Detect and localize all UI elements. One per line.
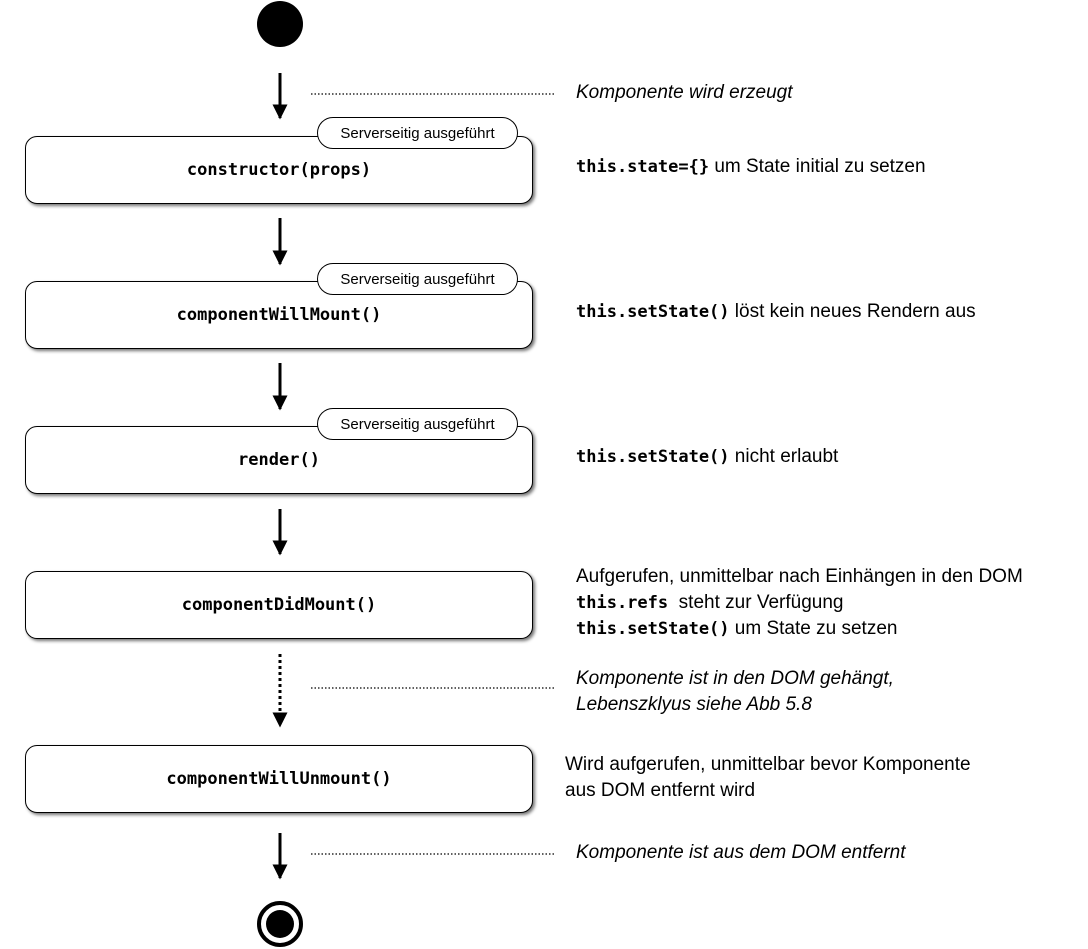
- component-will-unmount-note: Wird aufgerufen, unmittelbar bevor Kompo…: [565, 752, 971, 804]
- refs-code: this.refs: [576, 593, 669, 613]
- component-did-mount-note-line3: this.setState() um State zu setzen: [576, 616, 1023, 642]
- set-state-text: um State zu setzen: [729, 618, 898, 639]
- component-will-mount-note-code: this.setState(): [576, 302, 730, 322]
- server-side-badge-render: Serverseitig ausgeführt: [317, 408, 518, 440]
- event-mounted-line1: Komponente ist in den DOM gehängt,: [576, 668, 894, 689]
- component-did-mount-note: Aufgerufen, unmittelbar nach Einhängen i…: [576, 564, 1023, 642]
- component-will-mount-box: componentWillMount(): [25, 281, 533, 349]
- component-did-mount-note-line2: this.refs steht zur Verfügung: [576, 590, 1023, 616]
- component-will-mount-note: this.setState() löst kein neues Rendern …: [576, 299, 976, 325]
- component-did-mount-method-label: componentDidMount(): [181, 595, 377, 615]
- component-did-mount-box: componentDidMount(): [25, 571, 533, 639]
- render-note-text: nicht erlaubt: [729, 446, 839, 467]
- render-method-label: render(): [238, 450, 320, 470]
- server-side-badge-constructor: Serverseitig ausgeführt: [317, 117, 518, 149]
- event-removed-label: Komponente ist aus dem DOM entfernt: [576, 842, 906, 863]
- refs-text: steht zur Verfügung: [668, 592, 844, 613]
- constructor-note-text: um State initial zu setzen: [709, 156, 926, 177]
- constructor-note: this.state={} um State initial zu setzen: [576, 154, 926, 180]
- constructor-note-code: this.state={}: [576, 157, 710, 177]
- render-note-code: this.setState(): [576, 447, 730, 467]
- component-will-unmount-method-label: componentWillUnmount(): [166, 769, 392, 789]
- render-note: this.setState() nicht erlaubt: [576, 444, 838, 470]
- event-mounted-label: Komponente ist in den DOM gehängt, Leben…: [576, 666, 894, 718]
- component-will-unmount-note-line2: aus DOM entfernt wird: [565, 780, 756, 801]
- constructor-method-label: constructor(props): [186, 160, 372, 180]
- event-mounted-line2: Lebenszklyus siehe Abb 5.8: [576, 694, 812, 715]
- component-will-mount-method-label: componentWillMount(): [176, 305, 382, 325]
- component-will-unmount-box: componentWillUnmount(): [25, 745, 533, 813]
- component-will-unmount-note-line1: Wird aufgerufen, unmittelbar bevor Kompo…: [565, 754, 971, 775]
- end-node-inner: [266, 910, 294, 938]
- set-state-code: this.setState(): [576, 619, 730, 639]
- event-created-label: Komponente wird erzeugt: [576, 82, 793, 103]
- server-side-badge-will-mount: Serverseitig ausgeführt: [317, 263, 518, 295]
- start-node: [257, 1, 303, 47]
- component-will-mount-note-text: löst kein neues Rendern aus: [729, 301, 976, 322]
- component-did-mount-note-line1: Aufgerufen, unmittelbar nach Einhängen i…: [576, 566, 1023, 587]
